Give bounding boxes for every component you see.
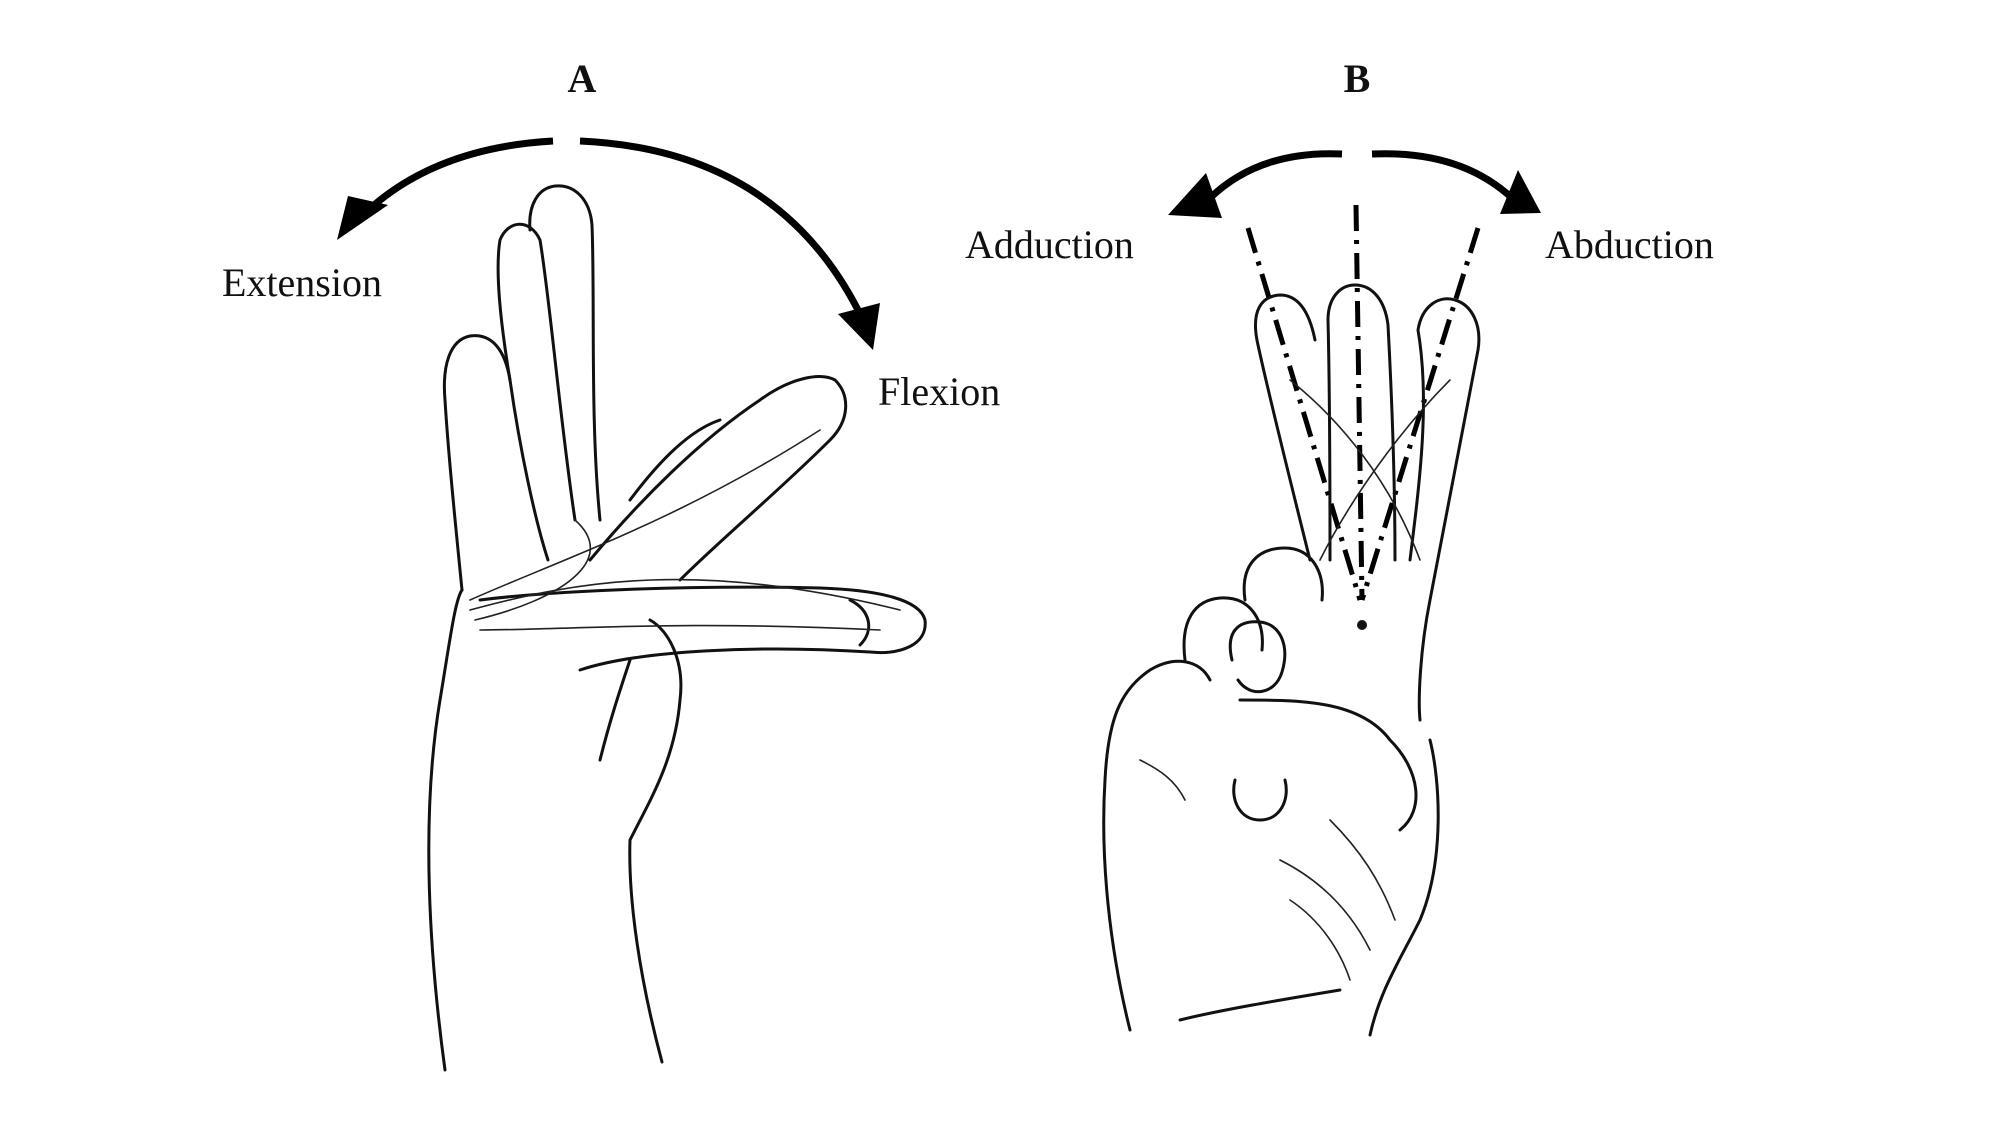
hand-a-middle-tip bbox=[528, 184, 602, 522]
abduction-label: Abduction bbox=[1545, 222, 1714, 267]
extension-label: Extension bbox=[222, 260, 382, 305]
adduction-label: Adduction bbox=[965, 222, 1134, 267]
midline-axis-line bbox=[1353, 204, 1365, 601]
hand-b-palm-line-3 bbox=[1329, 819, 1396, 921]
hand-b-fist-right bbox=[1368, 738, 1440, 1037]
hand-a-middle-finger bbox=[496, 222, 577, 522]
extension-arc bbox=[357, 137, 554, 221]
hand-b-right-finger bbox=[1408, 297, 1481, 722]
hand-a-index-finger bbox=[442, 334, 550, 592]
hand-b-fist-line bbox=[1139, 759, 1186, 801]
panel-a: A Extension Flexion bbox=[222, 56, 1000, 1072]
adduction-arrowhead bbox=[1168, 173, 1222, 218]
hand-b-curled-knuckle-1 bbox=[1182, 596, 1264, 662]
hand-a-band-strand-4 bbox=[479, 624, 881, 631]
hand-b-pivot-dot bbox=[1357, 620, 1367, 630]
hand-b-palm-line-2 bbox=[1289, 899, 1351, 981]
hand-b-curled-knuckle-2 bbox=[1242, 546, 1324, 602]
flexion-arrowhead bbox=[838, 303, 880, 350]
flexion-label: Flexion bbox=[878, 369, 1000, 414]
panel-b-letter: B bbox=[1344, 56, 1371, 101]
hand-a-band-strand-1 bbox=[469, 429, 821, 601]
hand-b-curled-tip bbox=[1232, 778, 1288, 822]
hand-a-right-edge bbox=[628, 618, 683, 1064]
hand-b-fist-left bbox=[1102, 659, 1212, 1032]
hand-b-band-strand-2 bbox=[1319, 379, 1451, 561]
hand-a-thumb-crease bbox=[598, 658, 632, 762]
hand-a-little-nail bbox=[848, 598, 871, 647]
adduction-arc bbox=[1207, 150, 1343, 201]
hand-b-illustration bbox=[1102, 283, 1481, 1037]
abduction-axis-line bbox=[1359, 227, 1481, 601]
hand-b-thumbnail bbox=[1228, 620, 1287, 694]
hand-a-left-edge bbox=[427, 588, 464, 1072]
hand-a-band-strand-2 bbox=[469, 578, 901, 611]
hand-a-ring-knuckle bbox=[628, 418, 722, 502]
hand-b-left-finger bbox=[1253, 293, 1317, 562]
flexion-arc bbox=[579, 137, 866, 320]
panel-b: B Adduction Abduction bbox=[965, 56, 1714, 1037]
hand-b-wrist-crease bbox=[1178, 988, 1342, 1022]
hand-b-band-strand-1 bbox=[1289, 379, 1421, 561]
hand-a-ring-finger bbox=[588, 375, 848, 582]
extension-arrowhead bbox=[337, 196, 388, 240]
panel-a-letter: A bbox=[568, 56, 597, 101]
hand-b-thumb bbox=[1238, 698, 1418, 832]
abduction-arrowhead bbox=[1500, 170, 1541, 214]
hand-a-little-finger bbox=[478, 585, 927, 672]
hand-a-illustration bbox=[427, 184, 927, 1072]
adduction-axis-line bbox=[1245, 227, 1363, 601]
hand-a-band-strand-3 bbox=[474, 519, 591, 621]
hand-b-palm-line-1 bbox=[1279, 859, 1371, 951]
abduction-arc bbox=[1371, 150, 1515, 201]
hand-b-middle-finger bbox=[1326, 283, 1397, 562]
